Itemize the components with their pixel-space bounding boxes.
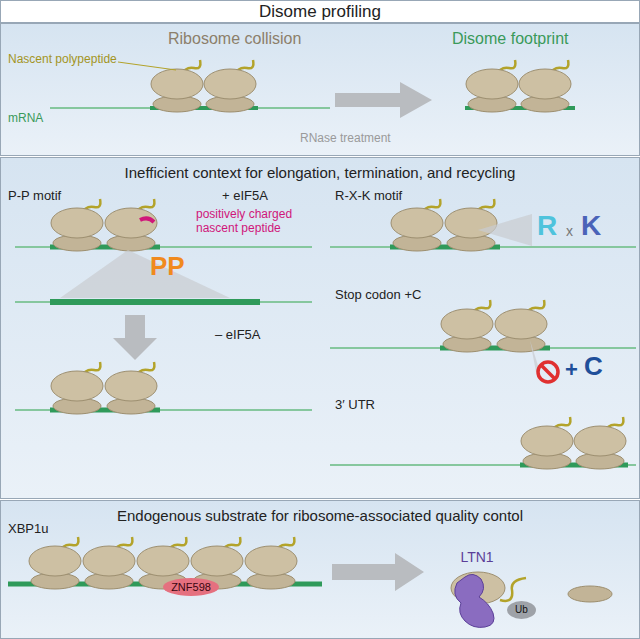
annotation: Nascent polypeptide: [8, 53, 117, 67]
annotation: P-P motif: [8, 189, 61, 204]
annotation: RNase treatment: [300, 132, 391, 146]
panel-heading: Inefficient context for elongation, term…: [1, 158, 639, 181]
ligase-shape: LTN1: [447, 549, 507, 631]
protein-label: LTN1: [447, 549, 507, 565]
protein-ellipse: Ub: [507, 601, 536, 619]
annotation: Disome footprint: [452, 30, 569, 48]
annotation: – eIF5A: [215, 328, 261, 343]
annotation: mRNA: [8, 112, 43, 126]
protein-label: Ub: [507, 601, 536, 619]
annotation: x: [566, 223, 573, 239]
annotation: R: [537, 210, 557, 242]
annotation: R-X-K motif: [335, 189, 402, 204]
title: Disome profiling: [0, 0, 640, 23]
annotation: C: [584, 352, 603, 382]
annotation: K: [581, 210, 601, 242]
panel-heading: Endogenous substrate for ribosome-associ…: [1, 501, 639, 524]
annotation: + eIF5A: [222, 189, 268, 204]
ligase-blob: [447, 571, 507, 631]
annotation: +: [565, 357, 578, 382]
annotation: positively charged nascent peptide: [196, 208, 321, 236]
protein-ellipse: ZNF598: [163, 578, 219, 596]
protein-label: ZNF598: [163, 578, 219, 596]
annotation: XBP1u: [8, 522, 48, 537]
annotation: 3′ UTR: [335, 398, 375, 413]
annotation: Ribosome collision: [168, 30, 301, 48]
annotation: PP: [150, 252, 185, 282]
annotation: Stop codon +C: [335, 288, 421, 303]
